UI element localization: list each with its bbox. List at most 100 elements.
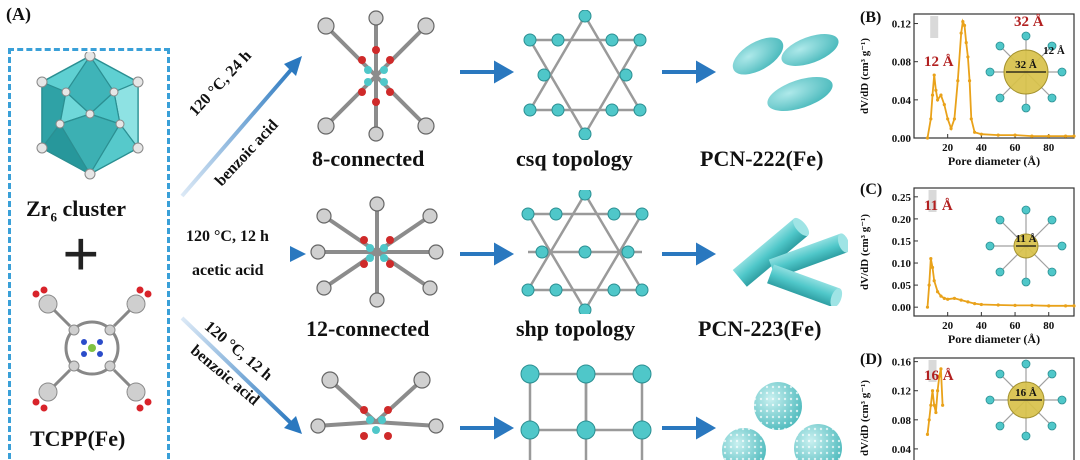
data-point <box>929 117 933 121</box>
y-tick-label: 0.05 <box>892 280 912 292</box>
inset-node <box>1047 215 1057 225</box>
zr-label-tail: cluster <box>56 196 126 221</box>
y-tick-label: 0.04 <box>892 95 912 107</box>
data-point <box>1072 134 1076 138</box>
inset-node <box>1047 267 1057 277</box>
y-tick-label: 0.15 <box>892 236 912 248</box>
inset-node <box>1057 395 1067 405</box>
inset-node <box>1057 67 1067 77</box>
x-tick-label: 60 <box>1010 142 1022 154</box>
x-axis-label: Pore diameter (Å) <box>948 332 1040 346</box>
data-point <box>942 296 946 300</box>
panel-a-letter: (A) <box>6 4 31 24</box>
y-tick-label: 0.12 <box>892 386 912 398</box>
step-arrows <box>460 60 717 440</box>
data-point <box>1063 134 1068 138</box>
y-tick-label: 0.08 <box>892 415 912 427</box>
row2-condition-temp: 120 °C, 12 h <box>186 228 269 245</box>
data-point <box>959 298 963 302</box>
data-point <box>935 290 940 294</box>
data-point <box>973 130 977 134</box>
data-point <box>934 410 938 415</box>
tcpp-fe-molecule <box>32 286 152 412</box>
plus-sign: + <box>62 218 100 291</box>
data-point <box>942 103 946 107</box>
data-point <box>946 297 950 301</box>
y-axis-label: dV/dD (cm³ g⁻¹) <box>859 214 871 290</box>
inset-pore-label: 32 Å <box>1015 59 1037 71</box>
data-point <box>962 23 967 28</box>
inset-lattice: 12 Å32 Å <box>985 31 1067 113</box>
data-point <box>929 257 933 261</box>
y-tick-label: 0.12 <box>892 19 912 31</box>
data-point <box>935 98 940 102</box>
data-point <box>927 283 931 287</box>
data-point <box>934 88 938 92</box>
zr-symbol: Zr <box>26 196 51 221</box>
row3-topology-diagram <box>520 364 652 460</box>
inset-node <box>1047 93 1057 103</box>
x-axis-label: Pore diameter (Å) <box>948 154 1040 168</box>
data-point <box>930 265 935 270</box>
twelve-connected-structure <box>310 196 444 308</box>
data-point <box>927 418 931 422</box>
series-line <box>926 258 1074 308</box>
arrow-row3 <box>180 316 302 434</box>
inset-node <box>1021 205 1031 215</box>
inset-node <box>1021 277 1031 287</box>
y-tick-label: 0.10 <box>892 258 912 270</box>
peak-annotation: 32 Å <box>1014 14 1044 30</box>
inset-node <box>1021 31 1031 41</box>
y-tick-label: 0.00 <box>892 133 912 145</box>
data-point <box>941 403 945 407</box>
row3-sphere-morphology <box>722 382 842 460</box>
peak-annotation: 16 Å <box>924 368 954 384</box>
y-tick-label: 0.08 <box>892 57 912 69</box>
row1-connectivity-label: 8-connected <box>312 146 425 171</box>
data-point <box>966 55 970 59</box>
y-axis-label: dV/dD (cm³ g⁻¹) <box>859 38 871 114</box>
inset-node <box>985 67 995 77</box>
inset-node <box>985 241 995 251</box>
data-point <box>1013 303 1017 308</box>
pcn-222-spindle-morphology <box>732 34 839 111</box>
peak-highlight <box>928 360 937 382</box>
data-point <box>925 305 930 309</box>
data-point <box>1030 303 1034 308</box>
data-point <box>1072 304 1076 308</box>
data-point <box>937 374 941 378</box>
zr-subscript: 6 <box>50 209 57 225</box>
data-point <box>949 126 953 131</box>
plot-frame <box>913 357 1075 460</box>
inset-node <box>995 421 1005 431</box>
inset-node <box>1047 41 1057 51</box>
peak-annotation: 12 Å <box>924 54 954 70</box>
inset-node <box>1047 369 1057 379</box>
arrow-row2 <box>182 246 306 262</box>
data-point <box>966 300 970 304</box>
data-point <box>925 432 930 436</box>
eight-connected-structure <box>317 10 435 142</box>
plot-frame <box>913 13 1075 139</box>
arrow-row1 <box>180 56 302 198</box>
pcn-223-rod-morphology <box>732 217 848 306</box>
data-point <box>1030 134 1034 138</box>
data-point <box>979 302 983 307</box>
data-point <box>964 41 968 45</box>
peak-annotation: 11 Å <box>924 198 953 214</box>
row1-product-label: PCN-222(Fe) <box>700 146 824 171</box>
csq-topology-diagram <box>523 10 647 140</box>
plot-frame <box>913 187 1075 317</box>
x-tick-label: 20 <box>942 320 954 332</box>
series-line <box>926 368 944 435</box>
x-tick-label: 60 <box>1010 320 1022 332</box>
inset-lattice: 11 Å <box>985 205 1067 287</box>
inset-node <box>985 395 995 405</box>
data-point <box>932 279 936 283</box>
inset-node <box>1021 431 1031 441</box>
row2-condition-acid: acetic acid <box>192 262 264 279</box>
data-point <box>932 73 936 77</box>
